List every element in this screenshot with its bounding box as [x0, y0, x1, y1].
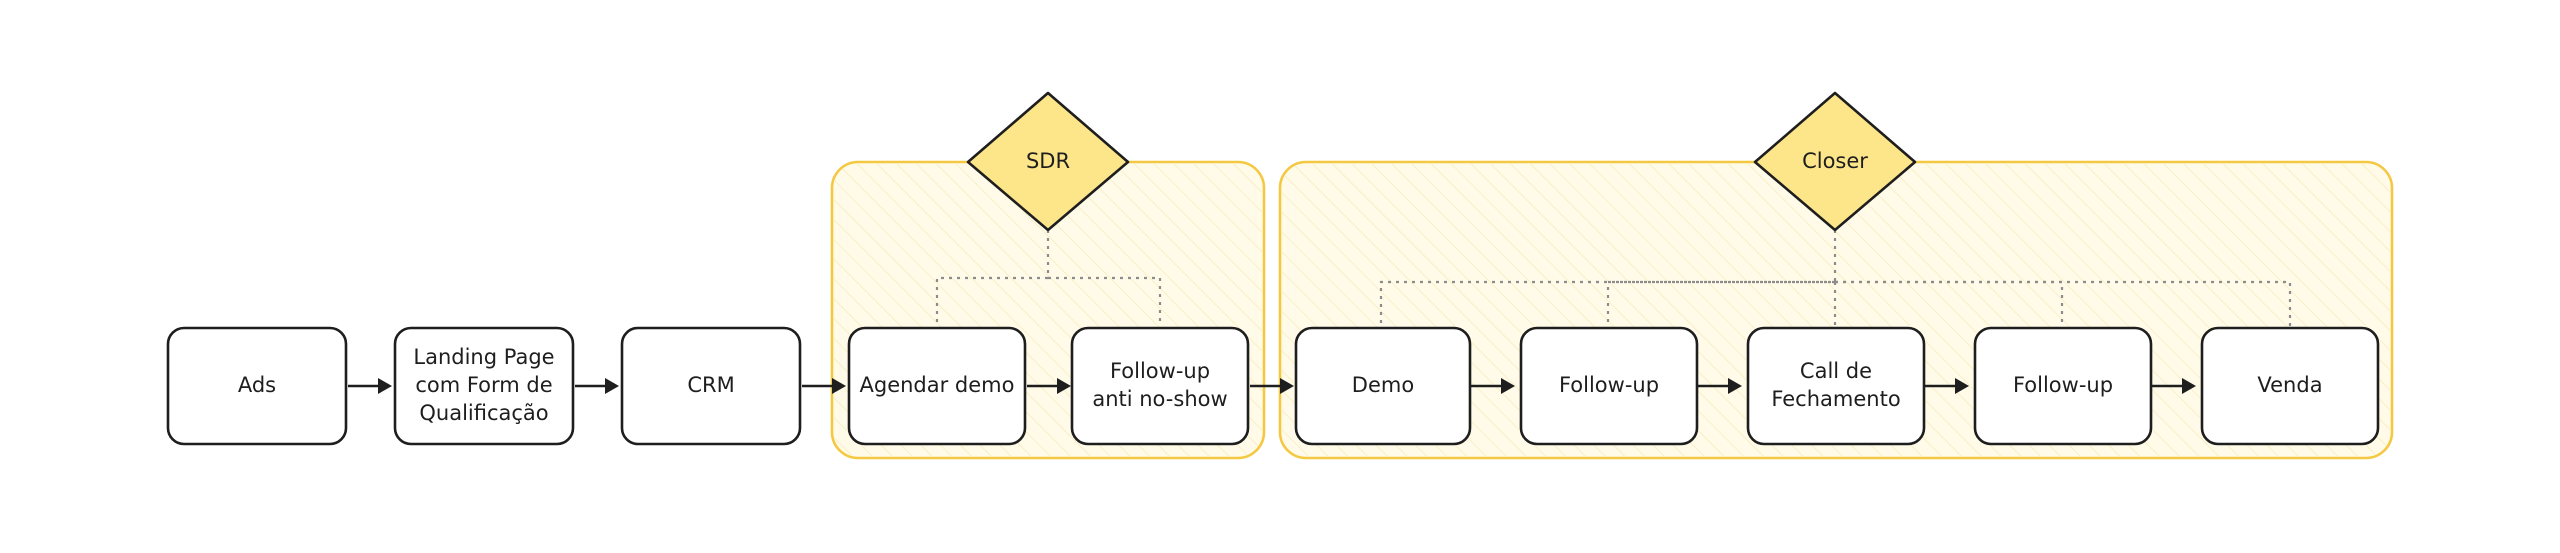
node-label: Follow-up	[1559, 373, 1659, 397]
node-label: Qualificação	[419, 401, 548, 425]
sdr-role-connectors	[935, 230, 1162, 326]
arrow	[2152, 378, 2196, 394]
node-crm: CRM	[620, 326, 802, 446]
node-follow-up-anti-no-show: Follow-up anti no-show	[1070, 326, 1250, 446]
node-label: com Form de	[415, 373, 552, 397]
node-label: anti no-show	[1092, 387, 1227, 411]
node-demo: Demo	[1294, 326, 1472, 446]
role-sdr: SDR	[966, 91, 1130, 232]
node-label: Demo	[1352, 373, 1414, 397]
node-label: Fechamento	[1771, 387, 1900, 411]
node-venda: Venda	[2200, 326, 2380, 446]
role-label: SDR	[1026, 149, 1070, 173]
arrow	[1027, 378, 1071, 394]
node-follow-up: Follow-up	[1519, 326, 1699, 446]
node-landing-page: Landing Page com Form de Qualificação	[393, 326, 575, 446]
node-label: Call de	[1800, 359, 1872, 383]
closer-role-connectors	[1379, 230, 2292, 326]
arrow	[802, 378, 846, 394]
node-call-de-fechamento: Call de Fechamento	[1746, 326, 1926, 446]
role-closer: Closer	[1753, 91, 1917, 232]
node-follow-up-2: Follow-up	[1973, 326, 2153, 446]
node-label: Ads	[238, 373, 276, 397]
node-agendar-demo: Agendar demo	[847, 326, 1027, 446]
node-ads: Ads	[166, 326, 348, 446]
arrow	[1698, 378, 1742, 394]
node-label: Agendar demo	[860, 373, 1015, 397]
node-label: CRM	[687, 373, 734, 397]
arrow	[1925, 378, 1969, 394]
node-label: Landing Page	[413, 345, 554, 369]
arrow	[575, 378, 619, 394]
node-label: Venda	[2257, 373, 2322, 397]
arrow	[348, 378, 392, 394]
node-label: Follow-up	[1110, 359, 1210, 383]
arrow	[1250, 378, 1294, 394]
role-label: Closer	[1802, 149, 1868, 173]
flow-arrows	[348, 378, 2196, 394]
node-label: Follow-up	[2013, 373, 2113, 397]
arrow	[1471, 378, 1515, 394]
